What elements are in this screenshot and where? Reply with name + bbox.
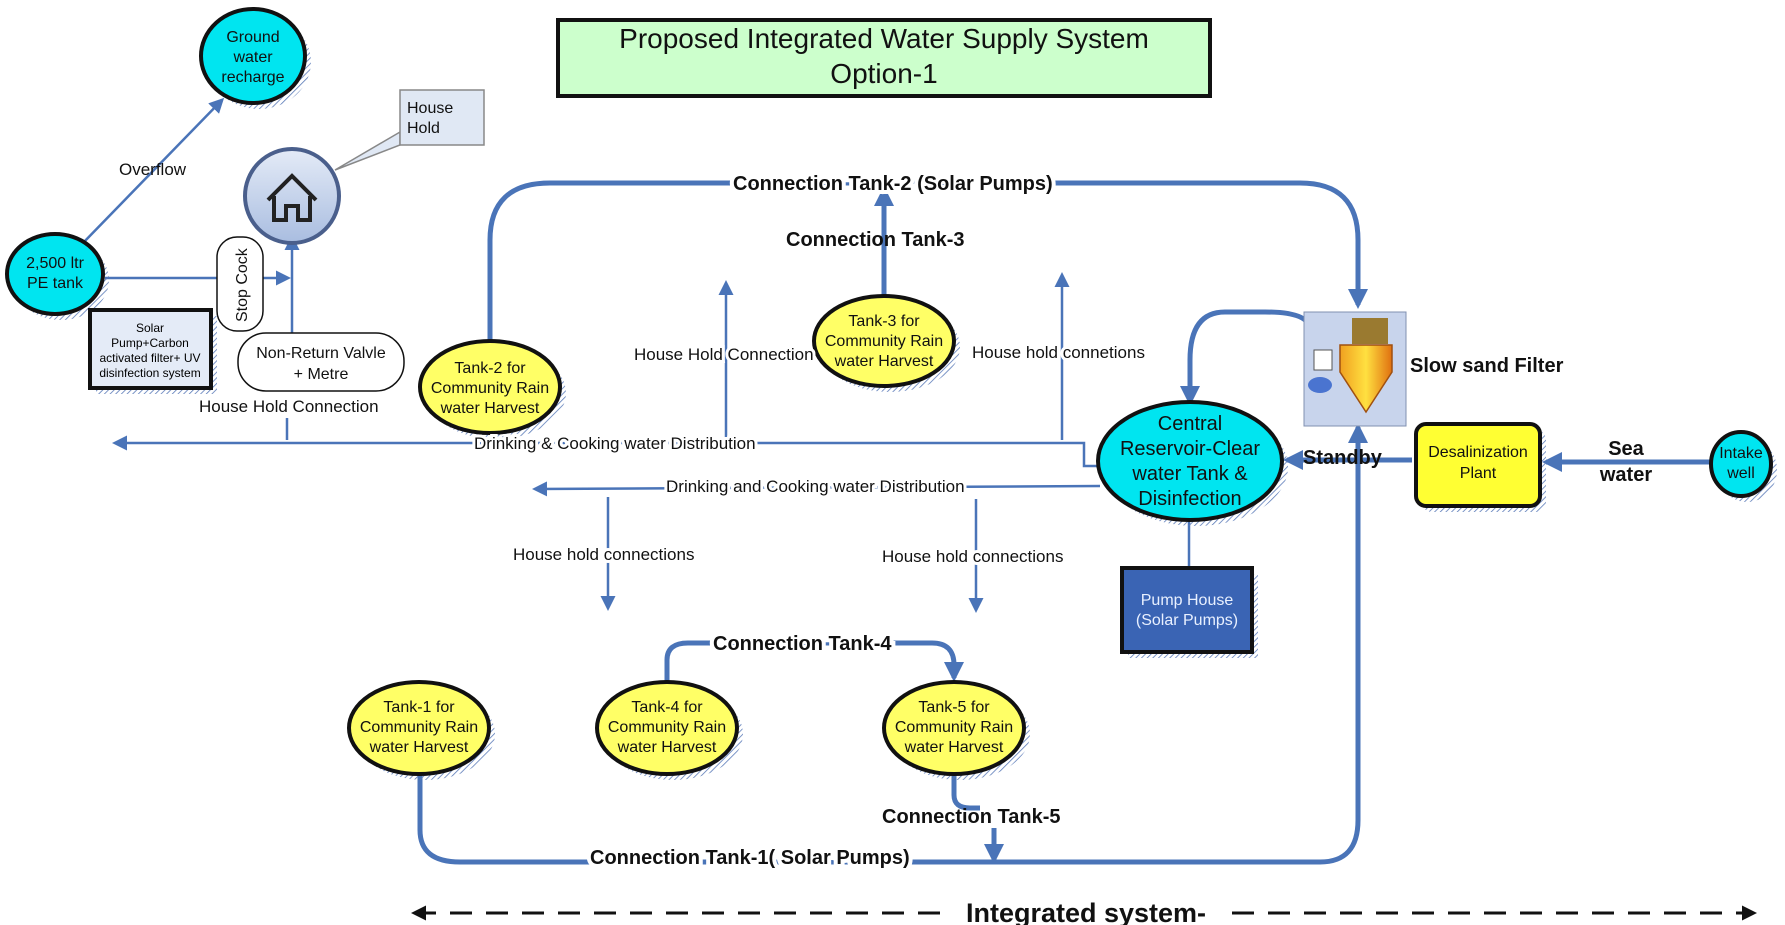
integrated-system-label: Integrated system-	[966, 898, 1206, 925]
svg-text:Stop Cock: Stop Cock	[234, 247, 251, 322]
svg-text:(Solar Pumps): (Solar Pumps)	[1136, 612, 1238, 629]
overflow-arrow	[81, 97, 225, 245]
drinking-cooking-upper-label: Drinking & Cooking water Distribution	[474, 434, 756, 453]
slow-sand-filter-label: Slow sand Filter	[1410, 355, 1564, 377]
svg-text:well: well	[1726, 465, 1755, 482]
svg-text:Tank-5 for: Tank-5 for	[918, 699, 990, 716]
hh-connections-low2-label: House hold connections	[882, 547, 1063, 566]
svg-text:House: House	[407, 100, 453, 117]
svg-text:Intake: Intake	[1719, 445, 1763, 462]
svg-text:Pump House: Pump House	[1141, 592, 1234, 609]
svg-text:Central: Central	[1158, 413, 1222, 435]
svg-text:Community Rain: Community Rain	[895, 719, 1013, 736]
svg-text:water: water	[232, 49, 273, 66]
sea-water-label-2: water	[1599, 464, 1652, 486]
svg-text:Tank-1 for: Tank-1 for	[383, 699, 455, 716]
drinking-cooking-lower-label: Drinking and Cooking water Distribution	[666, 477, 965, 496]
svg-text:water Harvest: water Harvest	[617, 739, 717, 756]
svg-text:Hold: Hold	[407, 120, 440, 137]
svg-text:activated filter+ UV: activated filter+ UV	[99, 351, 200, 365]
hh-connection-mid-label: House Hold Connection	[634, 345, 814, 364]
tank-5-node: Tank-5 for Community Rain water Harvest	[882, 680, 1030, 780]
desalination-plant-node: Desalinization Plant	[1414, 422, 1546, 512]
svg-text:Desalinization: Desalinization	[1428, 444, 1528, 461]
connection-tank4-line	[664, 640, 964, 682]
svg-text:recharge: recharge	[221, 69, 284, 86]
svg-text:water Harvest: water Harvest	[369, 739, 469, 756]
hh-connection-left-label: House Hold Connection	[199, 397, 379, 416]
central-reservoir-node: Central Reservoir-Clear water Tank & Dis…	[1096, 400, 1288, 526]
svg-text:Pump+Carbon: Pump+Carbon	[111, 336, 189, 350]
pe-tank-node: 2,500 ltr PE tank	[5, 232, 109, 320]
solar-filter-system-node: Solar Pump+Carbon activated filter+ UV d…	[88, 308, 217, 394]
overflow-label: Overflow	[119, 160, 187, 179]
house-hold-callout: House Hold	[334, 89, 485, 171]
pump-house-node: Pump House (Solar Pumps)	[1120, 566, 1258, 658]
svg-text:disinfection system: disinfection system	[99, 366, 200, 380]
svg-text:Disinfection: Disinfection	[1138, 488, 1241, 510]
connection-tank5-label: Connection Tank-5	[882, 806, 1061, 828]
svg-text:2,500 ltr: 2,500 ltr	[26, 255, 84, 272]
hh-connections-low1-label: House hold connections	[513, 545, 694, 564]
house-icon	[243, 147, 341, 245]
svg-text:PE tank: PE tank	[27, 275, 84, 292]
stop-cock-node: Stop Cock	[216, 236, 264, 332]
svg-text:Non-Return Valvle: Non-Return Valvle	[256, 345, 386, 362]
filter-to-reservoir-line	[1180, 309, 1313, 406]
svg-text:water Harvest: water Harvest	[834, 353, 934, 370]
title-box: Proposed Integrated Water Supply System …	[556, 18, 1212, 98]
tank-3-node: Tank-3 for Community Rain water Harvest	[812, 294, 960, 392]
connection-tank1-label: Connection Tank-1( Solar Pumps)	[590, 847, 910, 869]
slow-sand-filter-icon	[1303, 311, 1407, 427]
connection-tank2-label: Connection Tank-2 (Solar Pumps)	[733, 173, 1053, 195]
connection-tank3-label: Connection Tank-3	[786, 229, 965, 251]
connection-tank1-line	[417, 423, 1368, 865]
connection-tank5-line	[951, 770, 980, 811]
intake-well-node: Intake well	[1709, 430, 1777, 502]
svg-text:Tank-3 for: Tank-3 for	[848, 313, 920, 330]
svg-text:Community Rain: Community Rain	[608, 719, 726, 736]
svg-text:Community Rain: Community Rain	[360, 719, 478, 736]
svg-text:+ Metre: + Metre	[294, 366, 349, 383]
svg-text:Reservoir-Clear: Reservoir-Clear	[1120, 438, 1260, 460]
connection-tank4-label: Connection Tank-4	[713, 633, 892, 655]
tank-4-node: Tank-4 for Community Rain water Harvest	[595, 680, 743, 780]
drinking-distribution-lower	[532, 481, 1101, 497]
svg-text:Ground: Ground	[226, 29, 279, 46]
non-return-valve-node: Non-Return Valvle + Metre	[237, 332, 405, 392]
svg-text:Community Rain: Community Rain	[431, 380, 549, 397]
hh-connetions-right-label: House hold connetions	[972, 343, 1145, 362]
title-line-2: Option-1	[830, 58, 937, 89]
svg-text:Plant: Plant	[1460, 465, 1497, 482]
title-line-1: Proposed Integrated Water Supply System	[619, 23, 1149, 54]
svg-text:water Tank &: water Tank &	[1131, 463, 1248, 485]
svg-text:Community Rain: Community Rain	[825, 333, 943, 350]
ground-water-recharge-node: Ground water recharge	[199, 7, 311, 109]
tank-2-node: Tank-2 for Community Rain water Harvest	[418, 339, 566, 439]
svg-text:Tank-2 for: Tank-2 for	[454, 360, 526, 377]
svg-text:Solar: Solar	[136, 321, 164, 335]
svg-text:water Harvest: water Harvest	[440, 400, 540, 417]
svg-text:water Harvest: water Harvest	[904, 739, 1004, 756]
standby-label: Standby	[1303, 447, 1383, 469]
connection-tank2-line	[487, 180, 1368, 345]
svg-text:Tank-4 for: Tank-4 for	[631, 699, 703, 716]
tank-1-node: Tank-1 for Community Rain water Harvest	[347, 680, 495, 780]
sea-water-label-1: Sea	[1608, 438, 1644, 460]
